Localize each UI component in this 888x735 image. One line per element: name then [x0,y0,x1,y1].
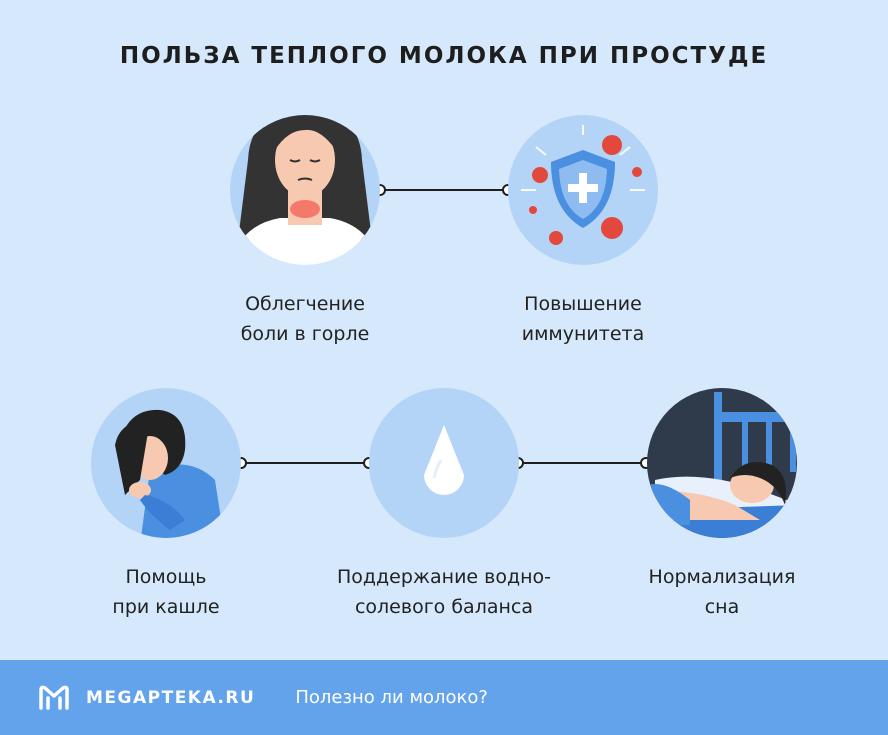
footer-bar: MEGAPTEKA.RU Полезно ли молоко? [0,660,888,735]
benefit-label-line: Нормализация [648,566,796,588]
benefit-label-throat: Облегчение боли в горле [175,289,435,349]
connector-balance-sleep [512,457,652,469]
benefit-label-line: боли в горле [240,323,370,345]
megapteka-logo-icon[interactable] [38,684,70,712]
immunity-shield-icon [508,115,658,265]
benefit-label-immunity: Повышение иммунитета [453,289,713,349]
benefit-label-line: Облегчение [245,293,365,315]
benefit-label-line: Помощь [125,566,207,588]
sleeping-woman-icon [647,388,797,538]
benefit-label-line: сна [704,596,740,618]
benefit-label-line: Поддержание водно- [336,566,552,588]
benefit-label-balance: Поддержание водно- солевого баланса [314,562,574,622]
page-title: ПОЛЬЗА ТЕПЛОГО МОЛОКА ПРИ ПРОСТУДЕ [119,43,769,69]
sore-throat-woman-icon [230,115,380,265]
benefits-diagram [91,115,797,538]
benefit-label-line: иммунитета [521,323,645,345]
benefit-label-cough: Помощь при кашле [36,562,296,622]
benefit-label-sleep: Нормализация сна [592,562,852,622]
coughing-woman-icon [91,388,241,538]
benefit-label-line: Повышение [524,293,642,315]
benefit-label-line: солевого баланса [354,596,534,618]
connector-cough-balance [235,457,375,469]
benefit-label-line: при кашле [112,596,220,618]
connector-throat-immunity [374,184,514,196]
article-link[interactable]: Полезно ли молоко? [295,687,488,708]
water-drop-icon [369,388,519,538]
brand-name[interactable]: MEGAPTEKA.RU [86,687,256,708]
